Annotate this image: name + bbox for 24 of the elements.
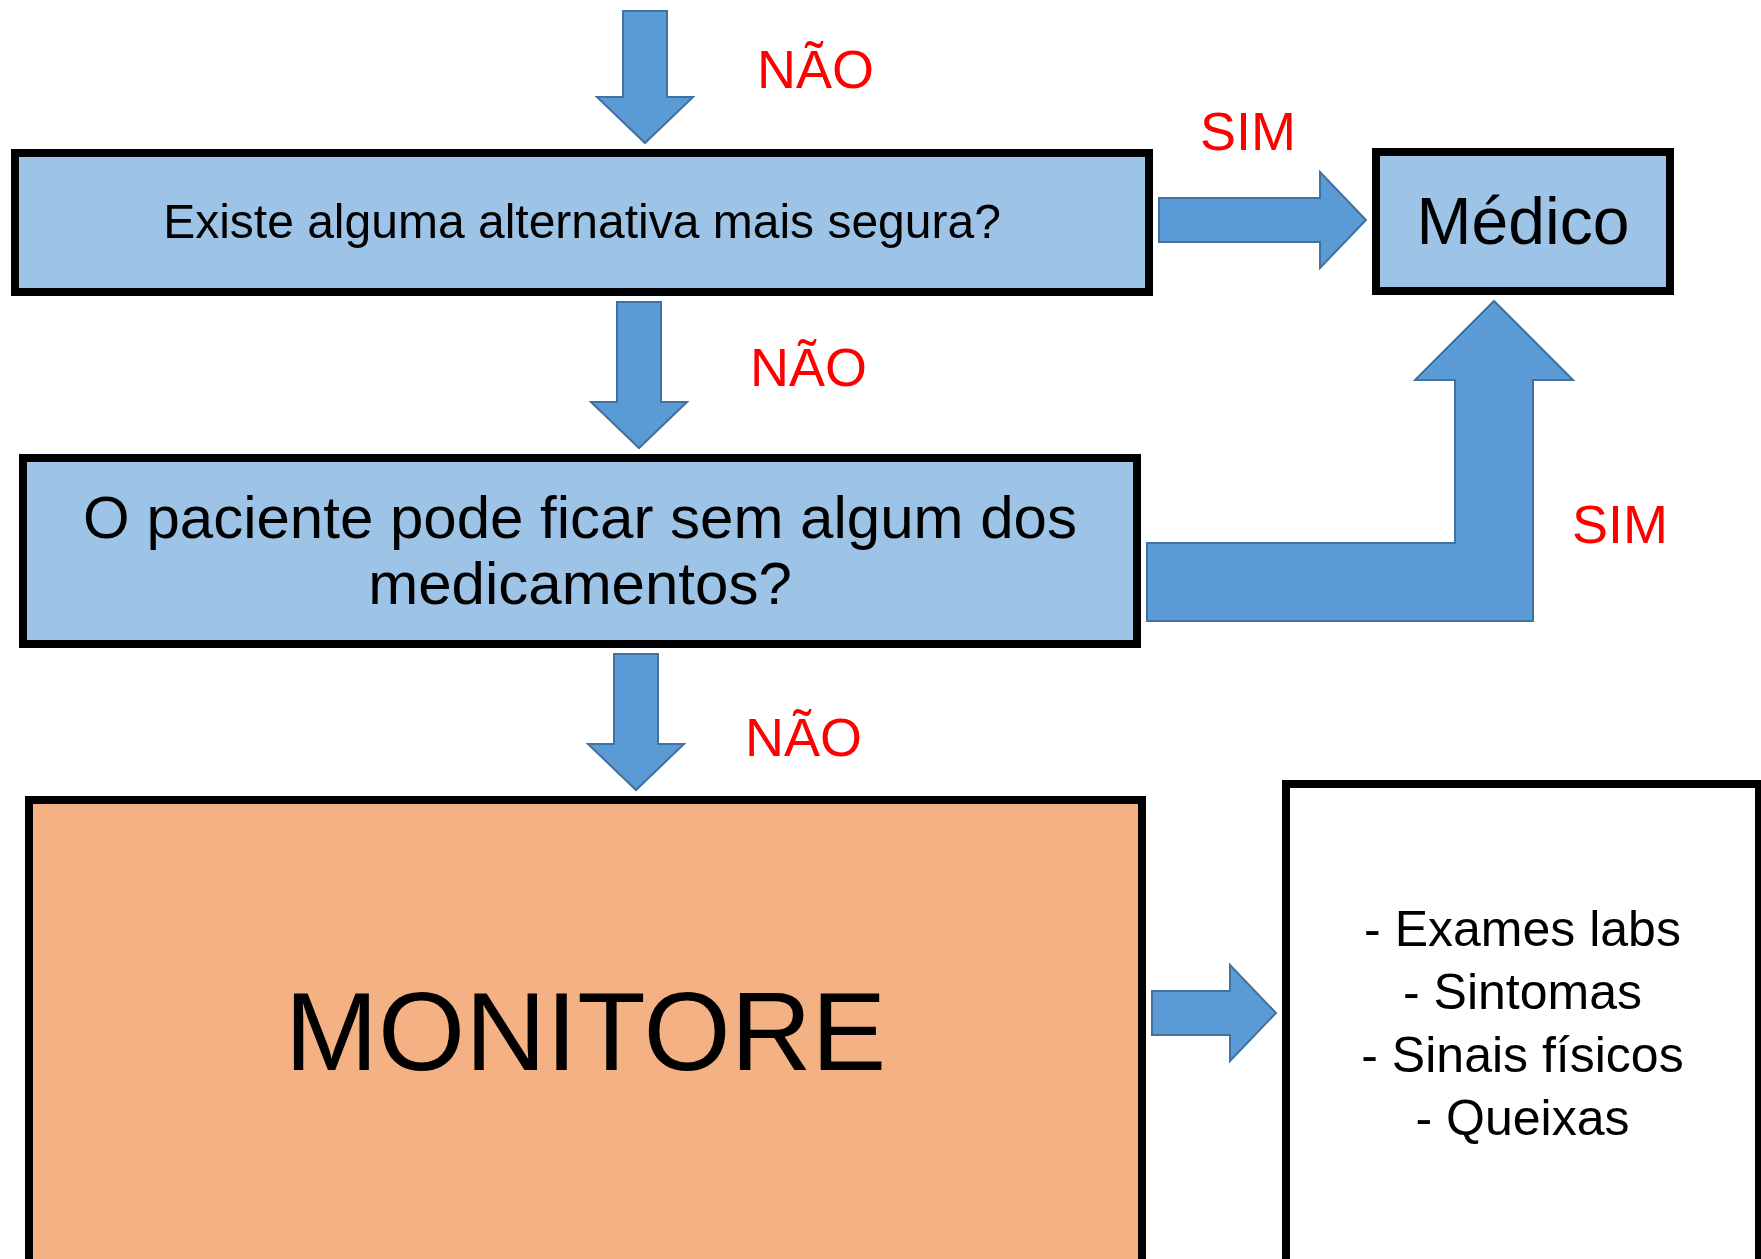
edge-label: SIM [1200, 104, 1296, 158]
process-box [1372, 148, 1674, 295]
node-text: - Exames labs [1364, 899, 1681, 959]
block-arrow [588, 301, 690, 450]
edge-label: NÃO [750, 340, 868, 394]
edge-label: NÃO [745, 710, 863, 764]
question-box [19, 454, 1141, 648]
block-arrow [1151, 962, 1278, 1064]
node-text: MONITORE [283, 969, 888, 1094]
block-arrow [1146, 299, 1576, 622]
node-text: - Queixas [1415, 1088, 1630, 1148]
block-arrow [594, 10, 696, 145]
edge-label: SIM [1572, 497, 1668, 551]
node-text: - Sinais físicos [1361, 1025, 1684, 1085]
node-text: Existe alguma alternativa mais segura? [162, 196, 1002, 249]
block-arrow [585, 653, 687, 792]
node-text: O paciente pode ficar sem algum dos medicamentos? [82, 485, 1078, 617]
block-arrow [1158, 169, 1368, 271]
question-box [11, 149, 1153, 296]
action-box [25, 796, 1146, 1259]
note-box [1282, 780, 1761, 1259]
node-text: Médico [1415, 185, 1631, 258]
node-text: - Sintomas [1403, 962, 1642, 1022]
edge-label: NÃO [757, 42, 875, 96]
